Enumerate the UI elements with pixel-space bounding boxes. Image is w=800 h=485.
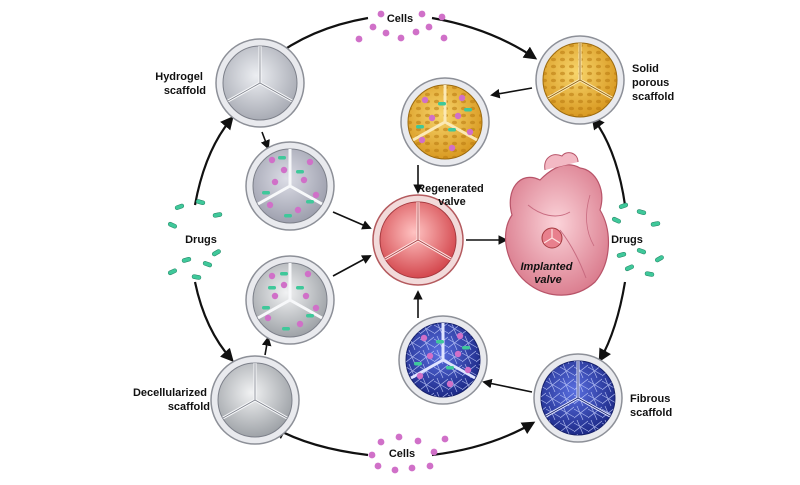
cells-cluster-top: Cells	[355, 10, 448, 43]
arrow-drugs-to-fibrous	[598, 281, 627, 363]
arrow-decell-to-drug-loaded	[261, 336, 272, 356]
hydrogel-scaffold-label: Hydrogel scaffold	[155, 71, 206, 97]
decell-drug-loaded-valve	[245, 255, 335, 345]
heart-illustration	[504, 152, 609, 296]
arrow-hydro-drug-to-regen	[332, 211, 372, 230]
regenerated-valve	[372, 194, 464, 286]
arrow-drugs-to-hydrogel	[193, 115, 234, 206]
drugs-cluster-left: Drugs	[167, 199, 223, 280]
cells-label-top: Cells	[387, 13, 413, 25]
decellularized-scaffold-valve	[210, 355, 300, 445]
fibrous-scaffold-valve	[533, 353, 623, 443]
fibrous-seeded-valve	[398, 315, 488, 405]
cells-cluster-bottom: Cells	[368, 433, 449, 474]
arrow-drugs-to-solid	[591, 115, 627, 206]
inner-arrows	[260, 87, 533, 393]
cycle-arrows	[193, 16, 627, 457]
drugs-cluster-right: Drugs	[611, 202, 664, 277]
porous-seeded-valve	[400, 77, 490, 167]
fibrous-scaffold-label: Fibrous scaffold	[630, 393, 673, 419]
drugs-label-right: Drugs	[611, 234, 643, 246]
arrow-cells-to-solid	[431, 16, 538, 60]
arrow-drugs-to-decell	[193, 281, 234, 362]
arrow-cells-to-fibrous	[431, 421, 536, 457]
arrow-fibrous-to-seeded	[482, 378, 533, 393]
solid-porous-scaffold-label: Solid porous scaffold	[632, 63, 674, 103]
decellularized-scaffold-label: Decellularized scaffold	[133, 387, 210, 413]
solid-porous-scaffold-valve	[535, 35, 625, 125]
arrow-cells-to-decell	[272, 426, 369, 457]
cells-label-bottom: Cells	[389, 448, 415, 460]
arrow-hydrogel-to-drug-loaded	[260, 131, 270, 150]
arrow-decell-drug-to-regen	[332, 255, 372, 277]
regenerated-valve-label: Regenerated valve	[417, 183, 487, 208]
arrow-solid-to-seeded	[490, 87, 533, 99]
hydrogel-scaffold-valve	[215, 38, 305, 128]
drugs-label-left: Drugs	[185, 234, 217, 246]
implanted-valve-label: Implanted valve	[520, 261, 575, 286]
hydrogel-drug-loaded-valve	[245, 141, 335, 231]
